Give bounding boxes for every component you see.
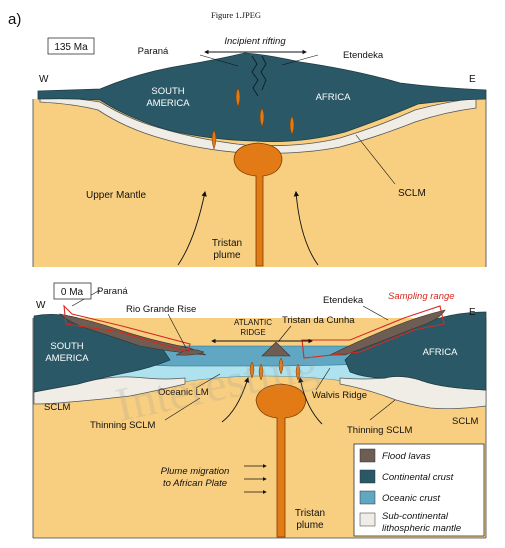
bottom-flood-lava-right [329,309,446,356]
bottom-south-america-label-1: SOUTH [50,341,83,352]
bottom-etendeka-label: Etendeka [323,295,364,306]
bottom-melt-droplet [249,361,255,379]
top-melt-droplet [259,107,265,128]
legend-label-sclm-2: lithospheric mantle [382,523,461,534]
bottom-west-label: W [36,300,46,311]
bottom-sampling-range-left [63,304,191,353]
legend-swatch-flood-lavas [359,448,376,463]
top-parana-label: Paraná [138,46,169,57]
legend-swatch-oceanic-crust [359,490,376,505]
figure-title: Figure 1.JPEG [211,10,261,20]
top-upwelling-arrow-left [177,190,207,266]
top-south-america-label-1: SOUTH [151,86,184,97]
top-west-label: W [39,74,49,85]
bottom-atlantic-label-1: ATLANTIC [234,318,272,327]
legend: Flood lavas Continental crust Oceanic cr… [353,443,485,537]
top-age-label: 135 Ma [54,42,88,53]
bottom-melt-droplet [295,363,301,381]
top-south-america-label-2: AMERICA [146,98,190,109]
bottom-oceanic-lm-label: Oceanic LM [158,387,209,398]
bottom-sampling-range-right [301,305,445,359]
plume-migration-label-2: to African Plate [163,478,227,489]
top-upper-mantle-label: Upper Mantle [86,190,146,201]
bottom-tristan-da-cunha-volcano [261,341,291,357]
top-age-box [47,37,95,55]
bottom-tristan-label-2: plume [296,520,324,531]
top-etendeka-label: Etendeka [343,50,384,61]
legend-label-oceanic-crust: Oceanic crust [382,493,440,504]
top-tristan-label-2: plume [213,250,241,261]
bottom-sampling-range-label: Sampling range [388,291,455,302]
panel-bottom: 0 Ma Paraná Etendeka Sampling range W E … [32,282,487,539]
bottom-parana-label: Paraná [97,286,128,297]
bottom-south-america-label-2: AMERICA [45,353,89,364]
plume-migration-label-1: Plume migration [161,466,230,477]
top-rift-crack [251,55,259,97]
top-melt-droplet [211,129,217,150]
bottom-walvis-ridge-label: Walvis Ridge [312,390,367,401]
bottom-sclm-right-label: SCLM [452,416,478,427]
panel-top: 135 Ma Incipient rifting Paraná Etendeka… [32,36,487,267]
top-melt-droplet [289,115,295,136]
bottom-melt-droplet [258,363,264,381]
bottom-thinning-sclm-right-label: Thinning SCLM [347,425,413,436]
bottom-atlantic-label-2: RIDGE [240,328,265,337]
bottom-sclm-left-label: SCLM [44,402,70,413]
legend-swatch-continental-crust [359,469,376,484]
bottom-melt-droplet [278,357,284,375]
top-upwelling-arrow-right [293,190,319,266]
bottom-rio-grande-rise-label: Rio Grande Rise [126,304,196,315]
bottom-tristan-da-cunha-label: Tristan da Cunha [282,315,355,326]
bottom-age-box [53,282,92,300]
legend-label-continental-crust: Continental crust [382,472,454,483]
panel-label: a) [8,11,21,28]
legend-box [353,443,485,537]
legend-label-flood-lavas: Flood lavas [382,451,431,462]
bottom-tristan-plume [255,383,307,538]
bottom-tristan-label-1: Tristan [295,508,325,519]
top-tristan-plume [233,142,283,267]
bottom-east-label: E [469,307,476,318]
top-tristan-label-1: Tristan [212,238,242,249]
top-east-label: E [469,74,476,85]
top-africa-label: AFRICA [316,92,352,103]
top-sclm-label: SCLM [398,188,426,199]
bottom-upwelling-arrow-left [221,376,250,423]
bottom-age-label: 0 Ma [61,287,84,298]
bottom-thinning-sclm-left-label: Thinning SCLM [90,420,156,431]
legend-label-sclm-1: Sub-continental [382,511,449,522]
legend-swatch-sclm [359,512,376,527]
top-incipient-rifting-label: Incipient rifting [224,36,286,47]
top-melt-droplet [235,87,241,108]
bottom-upwelling-arrow-right [298,376,323,425]
top-continental-crust [37,52,487,142]
bottom-africa-label: AFRICA [423,347,459,358]
